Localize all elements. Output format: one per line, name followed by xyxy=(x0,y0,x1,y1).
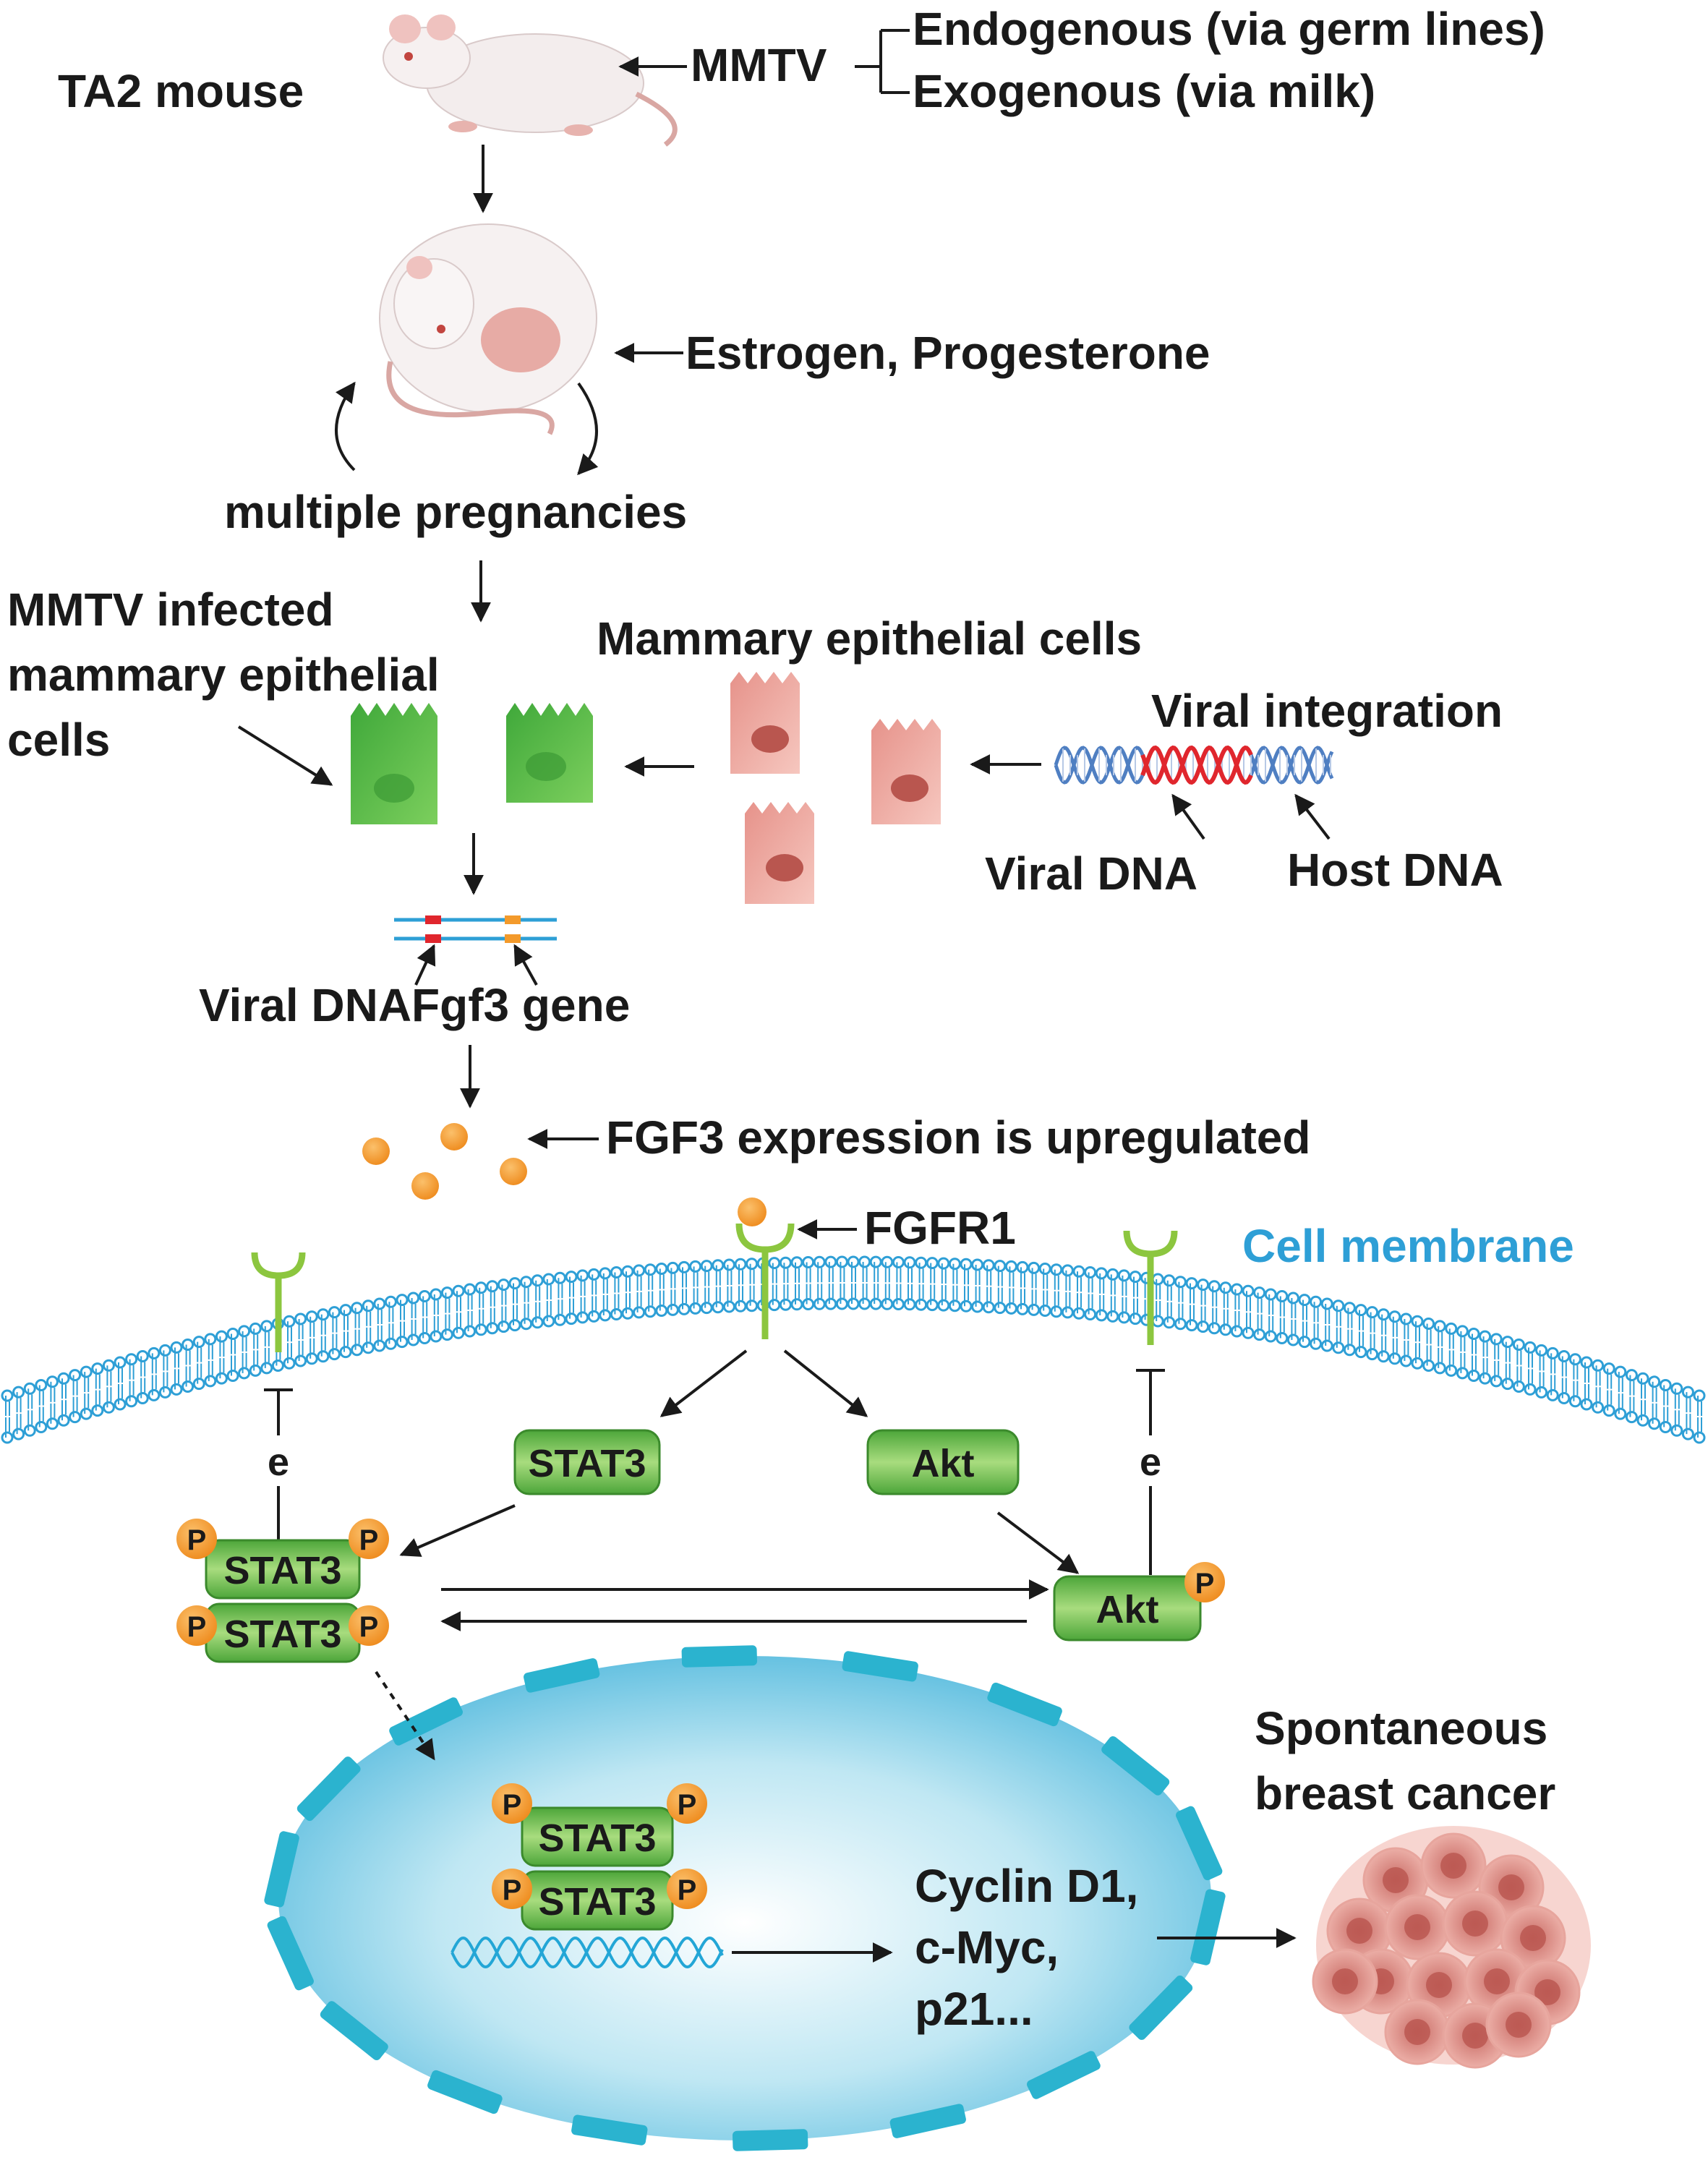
svg-text:P: P xyxy=(359,1611,379,1643)
mammary-epithelial-cell xyxy=(745,802,814,904)
pakt-node: Akt xyxy=(1053,1575,1202,1642)
svg-text:P: P xyxy=(678,1789,697,1821)
ta2-mouse-label: TA2 mouse xyxy=(58,65,304,117)
phospho-group: P xyxy=(1184,1562,1225,1602)
dna-double-helix xyxy=(1054,745,1334,785)
stat3-label: STAT3 xyxy=(538,1880,656,1924)
svg-text:P: P xyxy=(503,1789,522,1821)
mammary-epithelial-cell xyxy=(871,719,941,824)
infected-cells-label-3: cells xyxy=(7,714,110,766)
nucleus xyxy=(278,1656,1211,2140)
ta2-mouse-illustration xyxy=(383,14,678,147)
svg-text:P: P xyxy=(503,1874,522,1906)
cell-membrane-bilayer xyxy=(1,1255,1706,1444)
fgfr1-to-stat3-arrow xyxy=(659,1349,748,1417)
target-genes-line-2: c-Myc, xyxy=(915,1921,1059,1973)
pstat3-dimer-cytoplasm: STAT3 STAT3 xyxy=(205,1539,361,1663)
stat3-label: STAT3 xyxy=(528,1442,646,1485)
breast-cancer-tumor xyxy=(1312,1826,1591,2069)
fgfr1-to-akt-arrow xyxy=(783,1349,868,1417)
multiple-pregnancies-label: multiple pregnancies xyxy=(224,486,687,538)
pregnancy-cycle-right-arrow xyxy=(577,382,599,476)
svg-text:P: P xyxy=(187,1611,207,1643)
fgfr1-receptor xyxy=(735,1223,795,1339)
fgf3-gene-pointer xyxy=(513,944,538,986)
phospho-group: P xyxy=(492,1869,532,1909)
left-inhibitor-label: e xyxy=(268,1440,289,1484)
viral-dna-gene-pointer xyxy=(414,944,436,986)
exogenous-label: Exogenous (via milk) xyxy=(913,65,1375,117)
viral-dna-pointer xyxy=(1171,793,1205,840)
fgf3-ligand xyxy=(362,1137,390,1165)
viral-dna-fgf3-label: Viral DNAFgf3 gene xyxy=(199,979,630,1031)
stat3-label: STAT3 xyxy=(223,1549,341,1592)
akt-label: Akt xyxy=(911,1442,974,1485)
viral-integration-label: Viral integration xyxy=(1151,685,1503,737)
integrated-gene-strands xyxy=(394,915,557,943)
stat3-label: STAT3 xyxy=(538,1817,656,1860)
akt-to-pakt-arrow xyxy=(996,1511,1080,1574)
host-dna-pointer xyxy=(1294,793,1331,840)
stat3-to-dimer-arrow xyxy=(399,1504,516,1557)
infected-cells-label-1: MMTV infected xyxy=(7,584,334,636)
cancer-label-2: breast cancer xyxy=(1255,1767,1555,1819)
infected-label-pointer xyxy=(237,725,333,786)
fgf3-ligand xyxy=(440,1123,468,1151)
host-dna-label: Host DNA xyxy=(1287,844,1503,896)
svg-text:P: P xyxy=(359,1524,379,1556)
phospho-group: P xyxy=(349,1519,389,1559)
mmtv-bracket xyxy=(855,29,910,94)
hormones-label: Estrogen, Progesterone xyxy=(686,327,1210,379)
receptor-right xyxy=(1123,1230,1178,1345)
viral-dna-label: Viral DNA xyxy=(985,848,1197,900)
cell-membrane-label: Cell membrane xyxy=(1242,1220,1574,1272)
akt-label: Akt xyxy=(1096,1588,1158,1631)
svg-text:P: P xyxy=(1195,1568,1215,1600)
phospho-group: P xyxy=(349,1605,389,1646)
stat3-label: STAT3 xyxy=(223,1613,341,1656)
nuclear-pores xyxy=(264,1645,1226,2151)
pregnant-mouse-illustration xyxy=(379,223,597,435)
phospho-group: P xyxy=(176,1605,217,1646)
mmtv-label: MMTV xyxy=(691,39,827,91)
akt-node: Akt xyxy=(866,1429,1020,1495)
fgfr1-label: FGFR1 xyxy=(864,1202,1016,1254)
stat3-node: STAT3 xyxy=(513,1429,661,1495)
endogenous-label: Endogenous (via germ lines) xyxy=(913,3,1545,55)
nuclear-dna-strand xyxy=(451,1936,724,1969)
target-genes-line-1: Cyclin D1, xyxy=(915,1860,1138,1912)
phospho-group: P xyxy=(667,1783,707,1824)
svg-text:P: P xyxy=(678,1874,697,1906)
infected-cells-label-2: mammary epithelial xyxy=(7,649,440,701)
target-genes-line-3: p21... xyxy=(915,1983,1033,2035)
fgf3-ligand xyxy=(500,1158,527,1185)
mammary-epithelial-cell xyxy=(730,672,800,774)
mammary-cells-label: Mammary epithelial cells xyxy=(597,612,1142,665)
phospho-group: P xyxy=(492,1783,532,1824)
cancer-label-1: Spontaneous xyxy=(1255,1702,1547,1754)
phospho-group: P xyxy=(176,1519,217,1559)
infected-cell xyxy=(351,703,437,824)
receptor-left xyxy=(251,1252,306,1352)
svg-text:P: P xyxy=(187,1524,207,1556)
phospho-group: P xyxy=(667,1869,707,1909)
right-inhibitor-label: e xyxy=(1140,1440,1161,1484)
fgf3-ligand xyxy=(411,1172,439,1200)
nuclear-translocation-arrow xyxy=(375,1670,435,1761)
pstat3-dimer-nucleus: STAT3 STAT3 xyxy=(521,1806,674,1931)
infected-cell xyxy=(506,703,593,803)
pregnancy-cycle-left-arrow xyxy=(335,381,356,471)
bound-fgf3-ligand xyxy=(738,1198,767,1226)
fgf3-upregulated-label: FGF3 expression is upregulated xyxy=(606,1111,1310,1164)
